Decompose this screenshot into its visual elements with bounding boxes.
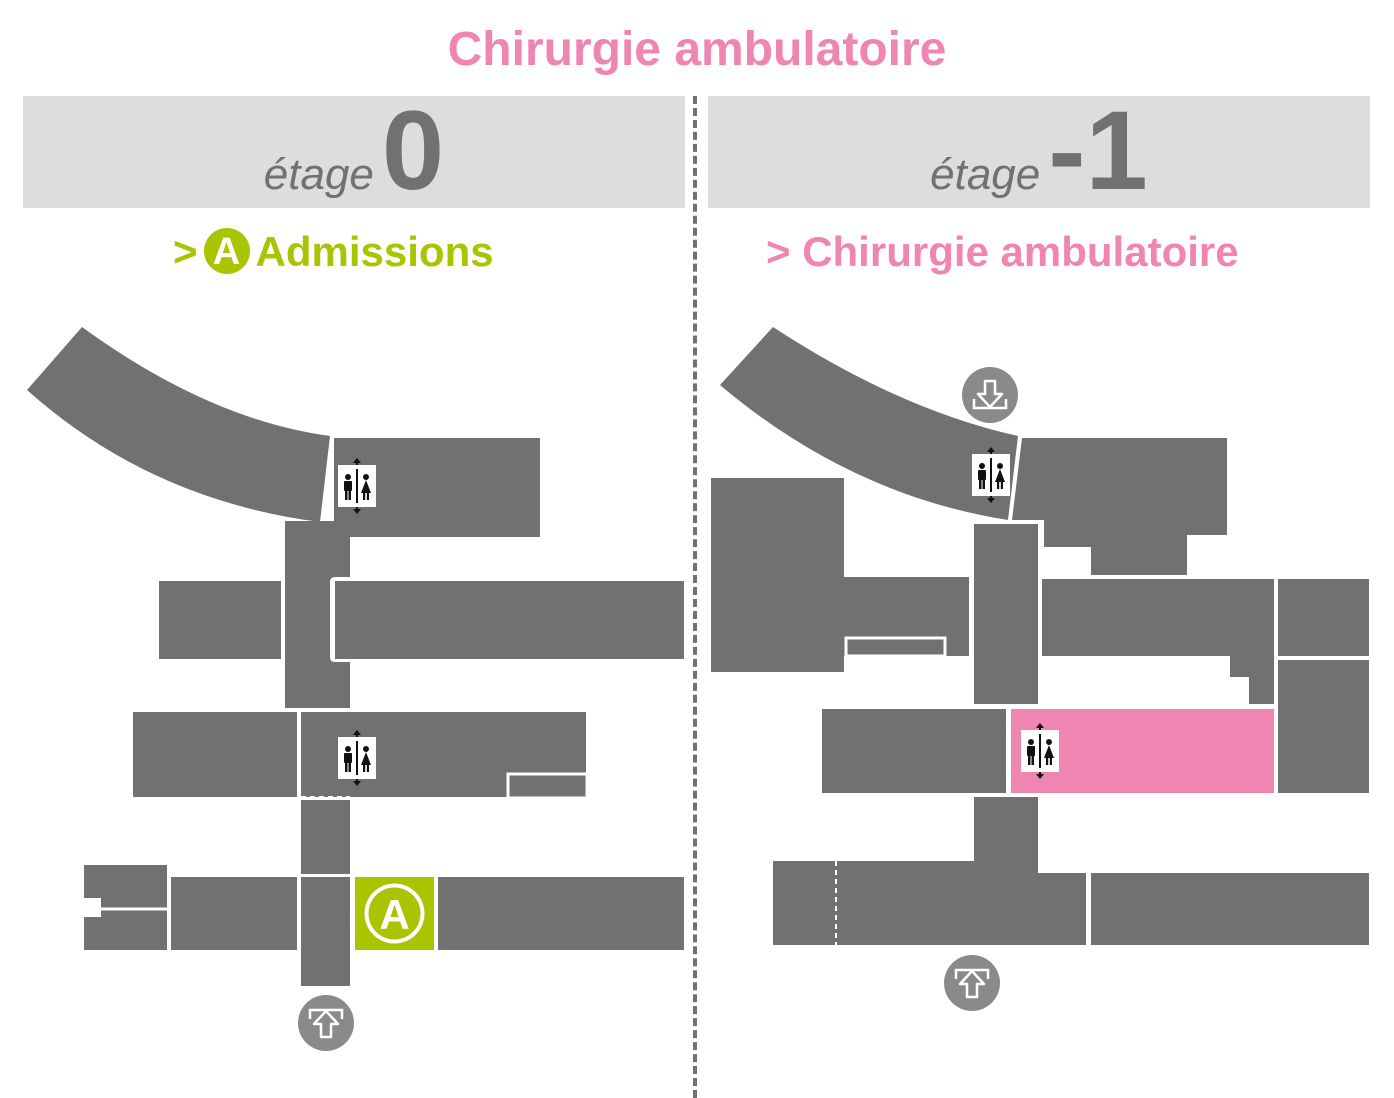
right-subtitle: > Chirurgie ambulatoire [766, 228, 1239, 275]
building-block [1278, 660, 1369, 793]
floor-divider [693, 96, 697, 1098]
floor-banner-0: étage0 [23, 95, 685, 208]
page-title: Chirurgie ambulatoire [447, 23, 947, 76]
exit-down-icon [960, 365, 1020, 425]
building-block [1042, 579, 1274, 704]
floor-word: étage [263, 150, 374, 199]
building-block [1091, 873, 1369, 945]
elevator-icon [338, 458, 376, 514]
building-block [171, 877, 297, 950]
corridor-main [285, 521, 350, 708]
floor-number: -1 [1048, 88, 1148, 213]
elevator-icon [972, 447, 1010, 503]
building-block [133, 712, 297, 797]
floor-word: étage [930, 150, 1041, 199]
admissions-icon: A [203, 227, 250, 274]
building-block [822, 709, 1006, 793]
building-curved-wing [720, 327, 1018, 520]
floor-banner-minus-1: étage-1 [708, 95, 1370, 208]
building-block [159, 581, 281, 659]
elevator-icon [338, 730, 376, 786]
building-block [335, 581, 684, 659]
admissions-badge-letter: A [379, 891, 409, 938]
subtitle-label: Admissions [255, 228, 494, 275]
map-floor-minus-1 [711, 327, 1369, 945]
building-curved-wing [27, 327, 330, 522]
building-block [773, 797, 1086, 945]
building-block [1012, 438, 1227, 575]
building-west [711, 478, 969, 672]
building-block [438, 877, 684, 950]
exit-up-icon [942, 953, 1002, 1013]
building-block [1278, 579, 1369, 656]
subtitle-prefix: > [173, 228, 198, 275]
exit-up-icon [296, 993, 356, 1053]
floor-number: 0 [381, 88, 445, 213]
building-block [974, 524, 1038, 704]
building-block [301, 800, 350, 874]
corridor-south [301, 877, 350, 986]
elevator-icon [1021, 723, 1059, 779]
